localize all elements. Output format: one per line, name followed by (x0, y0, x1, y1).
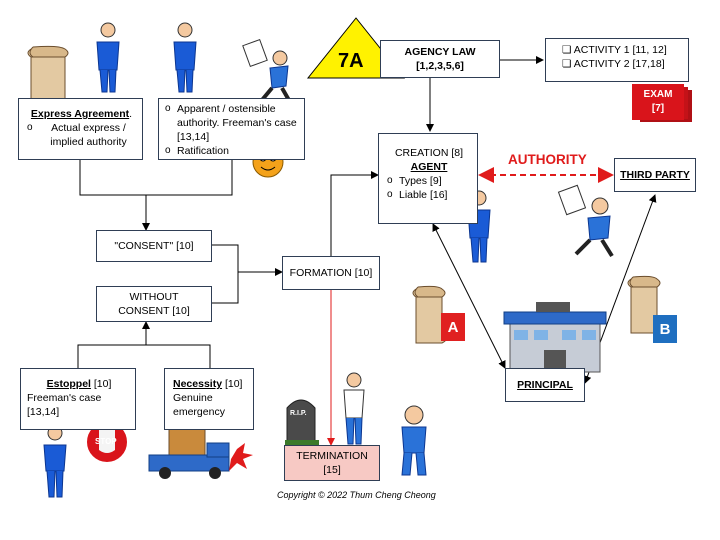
bracket-line (212, 244, 239, 304)
express-agreement-period: . (129, 108, 133, 120)
exam-badge[interactable]: EXAM [7] (632, 88, 684, 116)
businessman-icon (173, 22, 197, 93)
exam-icon (632, 84, 692, 122)
scroll-icon (627, 275, 662, 334)
authority-label: AUTHORITY (508, 152, 587, 167)
agent-types-item: Types [9] (385, 174, 473, 188)
principal-label: PRINCIPAL (517, 379, 573, 391)
estoppel-ref: [10] (90, 378, 112, 390)
businessman-icon (401, 405, 427, 476)
without-consent-line2: CONSENT [10] (118, 305, 190, 317)
termination-line2: [15] (323, 464, 341, 476)
running-man-icon (242, 38, 292, 103)
apparent-authority-item: Apparent / ostensible authority. Freeman… (163, 102, 300, 144)
badge-b: B (653, 315, 677, 343)
formation-box[interactable]: FORMATION [10] (282, 256, 380, 290)
activities-box[interactable]: ❏ ACTIVITY 1 [11, 12] ❏ ACTIVITY 2 [17,1… (545, 38, 689, 82)
necessity-ref: [10] (222, 378, 243, 390)
businessman-icon (96, 22, 120, 93)
lower-merge-line (77, 344, 211, 368)
without-consent-box[interactable]: WITHOUT CONSENT [10] (96, 286, 212, 322)
estoppel-desc: Freeman's case [13,14] (27, 392, 102, 418)
businessman-icon (343, 372, 365, 445)
merge-line (79, 160, 233, 196)
termination-line1: TERMINATION (296, 450, 368, 462)
agency-law-chapters: [1,2,3,5,6] (416, 60, 464, 72)
third-party-box[interactable]: THIRD PARTY (614, 158, 696, 192)
necessity-box[interactable]: Necessity [10] Genuine emergency (164, 368, 254, 430)
estoppel-title: Estoppel [10] (27, 377, 131, 391)
without-consent-line1: WITHOUT (129, 291, 179, 303)
rip-label: R.I.P. (290, 410, 307, 417)
creation-agent-box[interactable]: CREATION [8] AGENT Types [9] Liable [16] (378, 133, 478, 224)
arrow-agent-principal (432, 223, 506, 369)
estoppel-heading: Estoppel (46, 378, 91, 390)
running-man-icon (557, 184, 614, 258)
creation-heading: CREATION [8] (394, 147, 464, 159)
ratification-item: Ratification (163, 144, 300, 158)
express-agreement-heading: Express Agreement (30, 108, 130, 120)
exam-ref: [7] (651, 103, 665, 114)
express-agreement-item: Actual express / implied authority (25, 121, 138, 149)
third-party-label: THIRD PARTY (620, 169, 690, 181)
agency-law-box[interactable]: AGENCY LAW [1,2,3,5,6] (380, 40, 500, 78)
activity-label: ACTIVITY 2 [17,18] (573, 58, 665, 70)
stop-sign-label: STOP (95, 437, 117, 446)
express-agreement-title: Express Agreement. (25, 107, 138, 121)
formation-label: FORMATION [10] (289, 267, 373, 279)
agent-liable-item: Liable [16] (385, 188, 473, 202)
necessity-heading: Necessity (173, 378, 223, 390)
businessman-icon (43, 425, 67, 498)
agency-law-heading: AGENCY LAW (404, 46, 476, 58)
principal-box[interactable]: PRINCIPAL (505, 368, 585, 402)
consent-box[interactable]: "CONSENT" [10] (96, 230, 212, 262)
delivery-truck-icon (148, 426, 253, 479)
agent-heading: AGENT (410, 161, 448, 173)
stop-sign-icon (85, 420, 129, 464)
activity-label: ACTIVITY 1 [11, 12] (573, 44, 667, 56)
businessman-icon (467, 190, 491, 263)
title-code: 7A (338, 50, 364, 72)
activity-item[interactable]: ❏ ACTIVITY 1 [11, 12] (562, 44, 667, 56)
necessity-title: Necessity [10] (173, 377, 249, 391)
building-icon (503, 302, 607, 373)
apparent-authority-box[interactable]: Apparent / ostensible authority. Freeman… (158, 98, 305, 160)
termination-box[interactable]: TERMINATION [15] (284, 445, 380, 481)
express-agreement-box[interactable]: Express Agreement. Actual express / impl… (18, 98, 143, 160)
scroll-icon (412, 285, 447, 344)
badge-a: A (441, 313, 465, 341)
exam-label: EXAM (643, 89, 673, 100)
arrow-to-creation (330, 171, 379, 258)
estoppel-box[interactable]: Estoppel [10] Freeman's case [13,14] (20, 368, 136, 430)
activity-item[interactable]: ❏ ACTIVITY 2 [17,18] (562, 58, 665, 70)
tombstone-icon (285, 399, 319, 446)
necessity-desc: Genuine emergency (173, 392, 225, 418)
copyright: Copyright © 2022 Thum Cheng Cheong (277, 490, 436, 500)
consent-label: "CONSENT" [10] (114, 240, 194, 252)
